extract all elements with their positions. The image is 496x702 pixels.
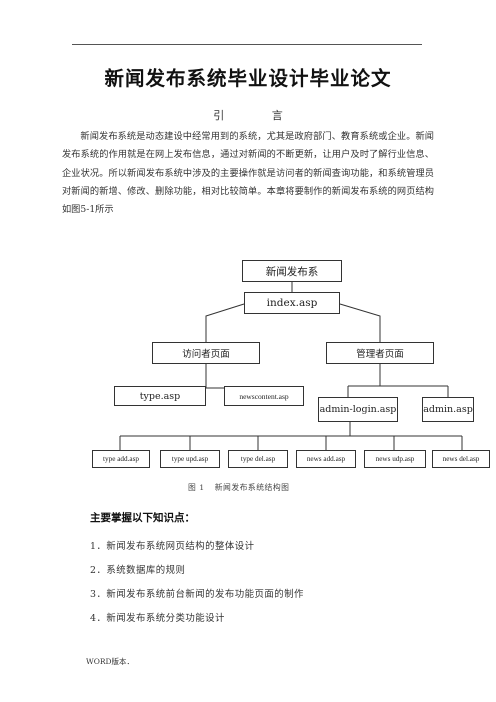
knowledge-heading: 主要掌握以下知识点：: [90, 512, 195, 524]
page-footer: WORD版本．: [86, 657, 135, 666]
node-root: 新闻发布系: [242, 260, 342, 282]
list-item: 4．新闻发布系统分类功能设计: [90, 613, 225, 624]
header-rule: [72, 44, 422, 45]
leaf-news-del: news del.asp: [432, 450, 490, 468]
node-admin-login: admin-login.asp: [318, 397, 398, 422]
document-title: 新闻发布系统毕业设计毕业论文: [104, 67, 392, 90]
leaf-news-udp: news udp.asp: [364, 450, 426, 468]
section-heading: 引 言: [213, 109, 305, 122]
node-admin: admin.asp: [422, 397, 474, 422]
node-type: type.asp: [114, 386, 206, 406]
node-index: index.asp: [244, 292, 340, 314]
intro-paragraph: 新闻发布系统是动态建设中经常用到的系统，尤其是政府部门、教育系统或企业。新闻发布…: [62, 131, 434, 216]
leaf-news-add: news add.asp: [296, 450, 356, 468]
node-visitor-page: 访问者页面: [152, 342, 260, 364]
leaf-type-add: type add.asp: [92, 450, 150, 468]
node-newscontent: newscontent.asp: [224, 386, 304, 406]
list-item: 3．新闻发布系统前台新闻的发布功能页面的制作: [90, 589, 304, 600]
figure-caption: 图 1 新闻发布系统结构图: [188, 482, 299, 493]
figure-caption-number: 图 1: [188, 483, 205, 492]
node-admin-page: 管理者页面: [326, 342, 434, 364]
leaf-type-upd: type upd.asp: [160, 450, 220, 468]
list-item: 2．系统数据库的规则: [90, 565, 186, 576]
figure-caption-text: 新闻发布系统结构图: [214, 483, 290, 492]
leaf-type-del: type del.asp: [228, 450, 288, 468]
list-item: 1．新闻发布系统网页结构的整体设计: [90, 541, 255, 552]
